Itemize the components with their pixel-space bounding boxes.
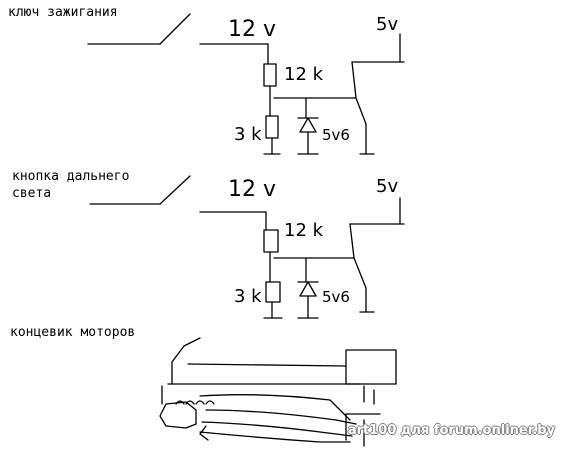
ignition-key-label: ключ зажигания — [8, 5, 118, 20]
motor-housing — [159, 401, 197, 429]
resistor-bottom-2 — [265, 281, 281, 303]
motor-limit-switch-label: концевик моторов — [10, 325, 136, 340]
switch-high-beam — [89, 175, 267, 213]
resistor-bottom — [265, 115, 279, 139]
watermark: art100 для forum.onliner.by — [347, 423, 555, 438]
wire-cable-2 — [205, 409, 357, 425]
zener-diode — [299, 117, 317, 133]
zener-diode-2 — [299, 281, 317, 297]
wire-ground-right-2 — [353, 257, 367, 289]
label-resistor-top-2: 12 k — [284, 220, 324, 241]
wire-output — [351, 61, 357, 99]
wire-cable-3 — [201, 421, 353, 437]
coil-turns — [175, 400, 215, 405]
wire-output-2 — [349, 223, 355, 259]
label-input-voltage: 12 v — [228, 17, 276, 42]
switch-ignition — [87, 13, 269, 45]
wire-ground-right — [355, 97, 367, 125]
label-resistor-top: 12 k — [284, 64, 324, 85]
label-zener: 5v6 — [322, 126, 350, 144]
resistor-top — [263, 63, 277, 87]
label-resistor-bottom: 3 k — [234, 124, 262, 145]
wire-top — [187, 363, 347, 367]
circuit-ignition: 12 v 5v 12 k 3 k 5v6 — [87, 13, 405, 155]
lever-hook — [199, 425, 209, 441]
high-beam-button-label: кнопка дальнего света — [12, 169, 130, 201]
resistor-top-2 — [263, 229, 279, 253]
label-output-voltage-2: 5v — [376, 176, 398, 197]
label-resistor-bottom-2: 3 k — [234, 286, 262, 307]
switch-lever — [171, 337, 201, 385]
wire-cable-1 — [199, 394, 351, 421]
label-zener-2: 5v6 — [322, 288, 350, 306]
wire-cable-4 — [199, 431, 351, 443]
circuit-high-beam: 12 v 5v 12 k 3 k 5v6 — [89, 175, 405, 319]
label-input-voltage-2: 12 v — [228, 177, 276, 202]
connector-block — [345, 349, 397, 385]
label-output-voltage: 5v — [376, 14, 398, 35]
limit-switch-sketch — [159, 337, 397, 447]
